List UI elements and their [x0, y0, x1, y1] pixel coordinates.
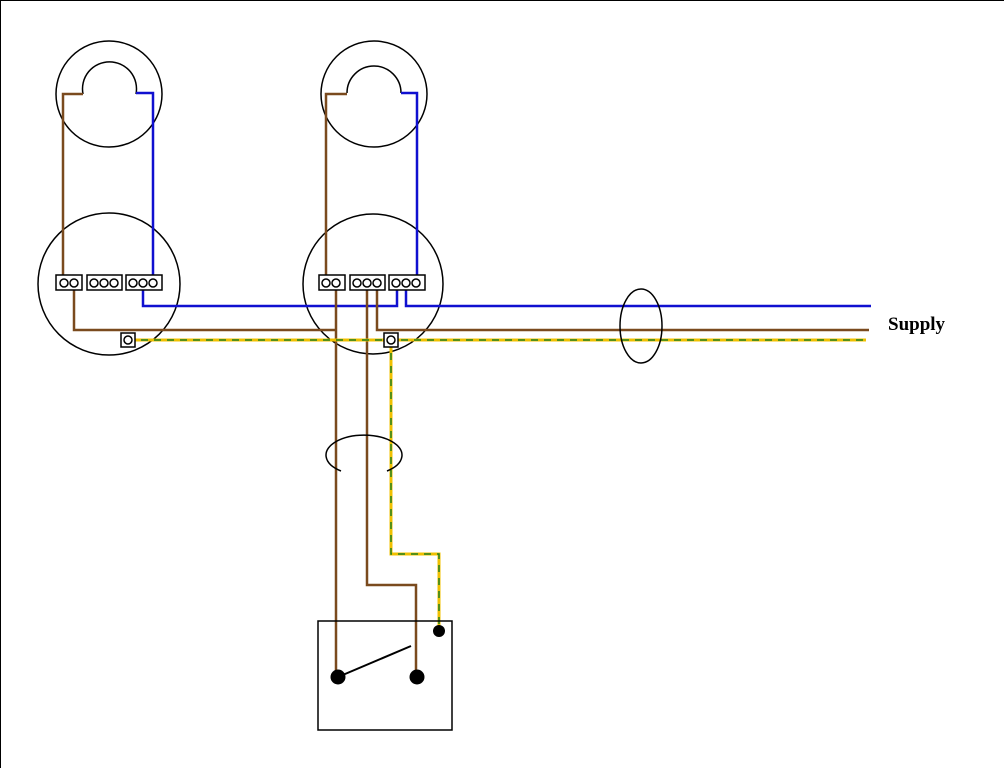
- live-wires: [61, 92, 869, 677]
- switch-terminal-l1: [409, 669, 425, 685]
- supply-cable-sheath: [619, 288, 663, 364]
- lamp-2: [320, 40, 428, 148]
- terminal-blocks-rose-1: [55, 274, 163, 348]
- ceiling-rose-1: [37, 212, 181, 356]
- switch-cable-sheath: [325, 434, 403, 472]
- earth-wires: [128, 338, 866, 631]
- lamp-1: [55, 40, 163, 148]
- neutral-wires: [136, 91, 871, 308]
- terminal-blocks-rose-2: [318, 274, 426, 348]
- switch-earth-terminal: [433, 625, 445, 637]
- supply-label: Supply: [888, 314, 946, 335]
- switch-terminal-common: [330, 669, 346, 685]
- ceiling-rose-2: [302, 213, 444, 355]
- light-switch: [317, 620, 453, 731]
